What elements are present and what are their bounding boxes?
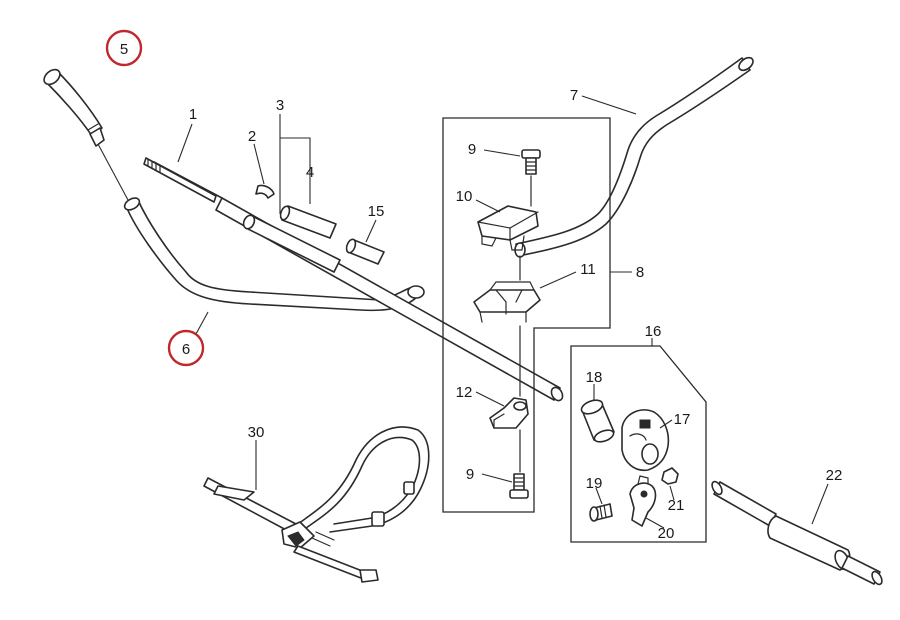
label-5: 5	[120, 41, 128, 58]
highlight-circle-5	[105, 29, 143, 67]
part-3-cover	[242, 214, 341, 273]
label-15: 15	[368, 203, 385, 220]
label-18: 18	[586, 369, 603, 386]
part-17-housing	[621, 409, 670, 472]
label-20: 20	[658, 525, 675, 542]
label-8: 8	[636, 264, 644, 281]
label-12: 12	[456, 384, 473, 401]
part-9-bolt-top	[521, 149, 541, 175]
part-19-screw	[589, 503, 613, 522]
label-30: 30	[248, 424, 265, 441]
part-11-clamp-lower	[473, 281, 541, 323]
part-12-bracket	[489, 397, 529, 429]
highlight-circle-6	[167, 329, 205, 367]
part-2-clip	[255, 184, 275, 199]
label-1: 1	[189, 106, 197, 123]
part-9-bolt-bottom	[509, 473, 529, 499]
label-4: 4	[306, 164, 314, 181]
part-1-shaft	[143, 157, 564, 402]
part-10-clamp-upper	[477, 205, 539, 251]
label-6: 6	[182, 341, 190, 358]
label-17: 17	[674, 411, 691, 428]
label-9-bottom: 9	[466, 466, 474, 483]
part-5-grip	[43, 68, 105, 147]
group-8-box	[442, 117, 611, 513]
part-7-handlebar	[514, 56, 754, 258]
label-10: 10	[456, 188, 473, 205]
part-21-nut	[661, 467, 679, 485]
label-3: 3	[276, 97, 284, 114]
part-4-sleeve	[279, 205, 337, 239]
part-18-bushing	[580, 399, 615, 443]
group-16-box	[570, 345, 707, 543]
label-21: 21	[668, 497, 685, 514]
part-30-harness	[203, 426, 430, 583]
part-20-trigger	[629, 475, 657, 527]
label-16: 16	[645, 323, 662, 340]
label-19: 19	[586, 475, 603, 492]
label-7: 7	[570, 87, 578, 104]
label-11: 11	[580, 261, 596, 278]
part-15-sleeve	[345, 238, 385, 265]
label-9-top: 9	[468, 141, 476, 158]
part-22-tube	[711, 480, 883, 586]
label-22: 22	[826, 467, 843, 484]
label-2: 2	[248, 128, 256, 145]
